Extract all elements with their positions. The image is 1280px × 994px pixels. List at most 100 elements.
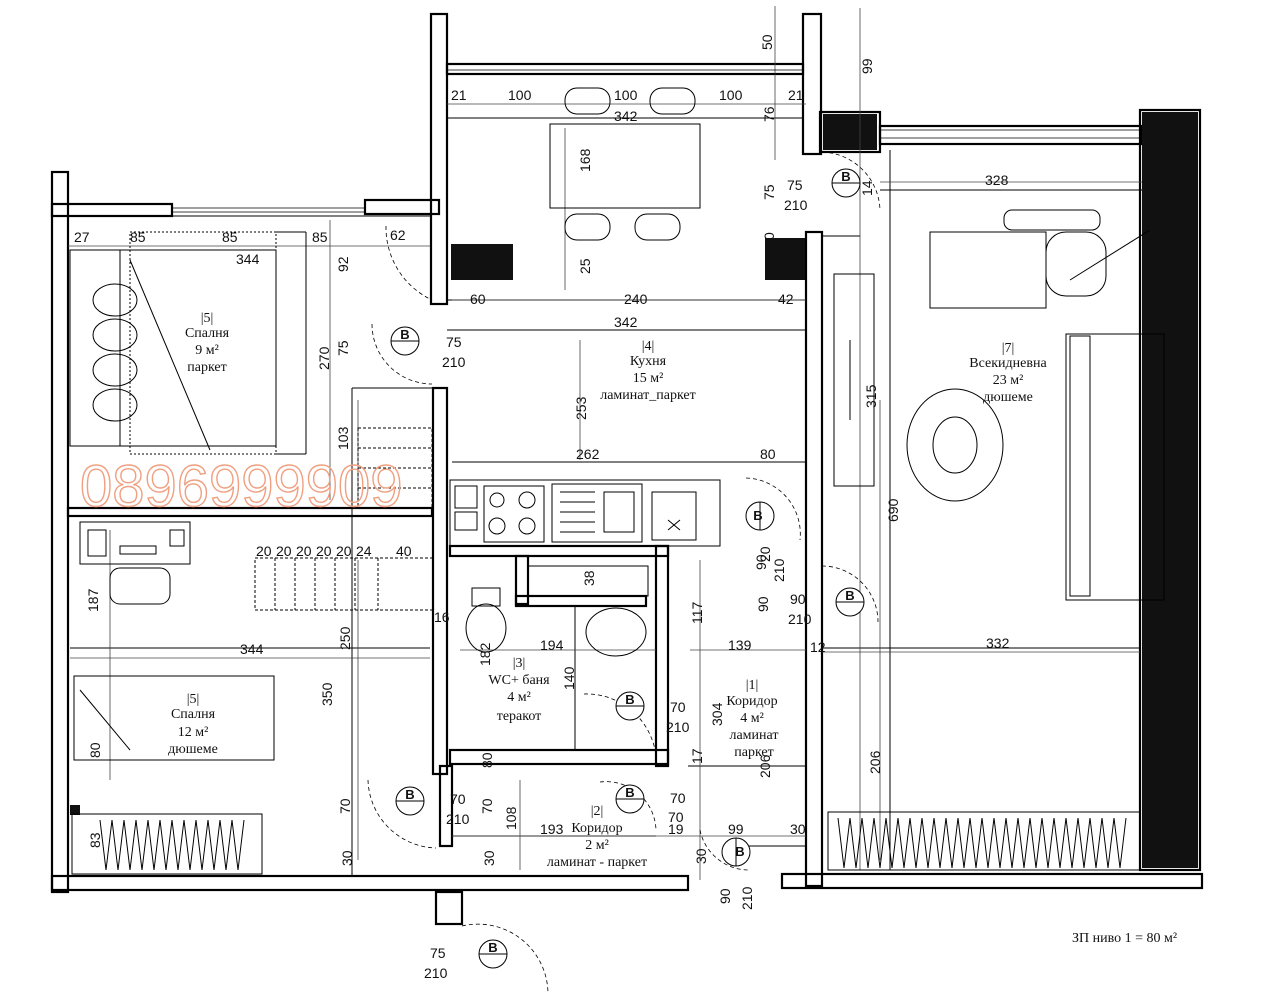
- door-marker: B: [395, 786, 425, 816]
- kitchen-counter: [449, 479, 721, 547]
- door-label: B: [405, 787, 414, 802]
- dining-table: [549, 123, 701, 209]
- dim-210h: 210: [424, 965, 448, 981]
- dim-70d: 70: [479, 798, 495, 814]
- dim-168: 168: [577, 148, 593, 172]
- dim-62: 62: [390, 227, 406, 243]
- door-marker: B: [721, 837, 751, 867]
- furniture: [69, 87, 1165, 875]
- room-floor: теракот: [497, 709, 542, 724]
- room-name: Спалня: [185, 326, 230, 341]
- door-label: B: [753, 508, 762, 523]
- room-7-label: |7| Всекидневна 23 м² дюшеме: [969, 341, 1047, 405]
- toilet: [465, 603, 507, 653]
- dim-80a: 80: [760, 446, 776, 462]
- door-marker: B: [615, 691, 645, 721]
- dim-210b: 210: [442, 354, 466, 370]
- door-marker: B: [615, 784, 645, 814]
- desk: [79, 521, 191, 565]
- watermark-phone: 0896999909: [80, 454, 403, 519]
- dim-100a: 100: [508, 87, 532, 103]
- dim-40: 40: [396, 543, 412, 559]
- room-area: 4 м²: [740, 711, 764, 726]
- room-floor: ламинат - паркет: [547, 855, 647, 870]
- dim-24: 24: [356, 543, 372, 559]
- dim-90c: 90: [755, 596, 771, 612]
- dim-342b: 342: [614, 314, 638, 330]
- staircase: [254, 427, 434, 611]
- bed: [73, 675, 275, 761]
- door-label: B: [488, 940, 497, 955]
- dim-21a: 21: [451, 87, 467, 103]
- dim-193: 193: [540, 821, 564, 837]
- door-marker: B: [745, 501, 775, 531]
- dim-70c: 70: [450, 791, 466, 807]
- dim-75b: 75: [787, 177, 803, 193]
- dim-250: 250: [337, 626, 353, 650]
- armchair: [1045, 231, 1107, 297]
- dim-21b: 21: [788, 87, 804, 103]
- dim-100b: 100: [614, 87, 638, 103]
- dim-30b: 30: [339, 850, 355, 866]
- dim-20d: 20: [316, 543, 332, 559]
- dim-0: 0: [761, 232, 777, 240]
- dim-328: 328: [985, 172, 1009, 188]
- dim-85c: 85: [312, 229, 328, 245]
- door-label: B: [625, 785, 634, 800]
- room-floor-2: паркет: [734, 745, 774, 760]
- room-name: Всекидневна: [969, 356, 1047, 371]
- door-marker: B: [831, 168, 861, 198]
- dim-332: 332: [986, 635, 1010, 651]
- dim-80b: 80: [87, 742, 103, 758]
- chair: [634, 213, 681, 241]
- dim-92: 92: [335, 256, 351, 272]
- room-2-label: |2| Коридор 2 м² ламинат - паркет: [547, 804, 647, 870]
- room-floor: ламинат_паркет: [600, 388, 696, 403]
- dim-20b: 20: [276, 543, 292, 559]
- dim-103: 103: [335, 426, 351, 450]
- dim-350: 350: [319, 682, 335, 706]
- door-label: B: [845, 588, 854, 603]
- room-floor: дюшеме: [168, 742, 218, 757]
- room-name: Коридор: [726, 694, 777, 709]
- rug: [906, 388, 1004, 502]
- dim-28: 28: [1146, 153, 1162, 169]
- door-label: B: [400, 327, 409, 342]
- tv-unit: [833, 273, 875, 487]
- dim-75e: 75: [430, 945, 446, 961]
- dim-20c: 20: [296, 543, 312, 559]
- wardrobe: [827, 811, 1141, 871]
- dim-270: 270: [316, 346, 332, 370]
- dim-42: 42: [778, 291, 794, 307]
- sofa: [1065, 333, 1165, 601]
- room-number: |7|: [1002, 341, 1015, 356]
- room-number: |5|: [187, 692, 200, 707]
- chair: [649, 87, 696, 115]
- dim-344a: 344: [236, 251, 260, 267]
- dim-182: 182: [477, 642, 493, 666]
- bed: [69, 249, 277, 447]
- dim-83: 83: [87, 832, 103, 848]
- door-marker: B: [835, 587, 865, 617]
- dim-20a: 20: [256, 543, 272, 559]
- door-label: B: [625, 692, 634, 707]
- room-area: 4 м²: [507, 690, 531, 705]
- dim-342a: 342: [614, 108, 638, 124]
- dim-85b: 85: [222, 229, 238, 245]
- dim-25: 25: [577, 258, 593, 274]
- dim-90b: 90: [790, 591, 806, 607]
- dimension-lines: [68, 6, 1142, 880]
- room-name: Кухня: [630, 354, 667, 369]
- room-name: Спалня: [171, 707, 216, 722]
- room-number: |2|: [591, 804, 604, 819]
- coffee-table: [929, 231, 1047, 309]
- dim-194: 194: [540, 637, 564, 653]
- dim-140: 140: [561, 666, 577, 690]
- door-label: B: [735, 844, 744, 859]
- dim-70f: 70: [668, 809, 684, 825]
- interior-lines: [68, 117, 1142, 876]
- dim-19: 19: [668, 821, 684, 837]
- dim-117: 117: [689, 601, 705, 624]
- door-swings: [367, 151, 881, 994]
- dim-262: 262: [576, 446, 600, 462]
